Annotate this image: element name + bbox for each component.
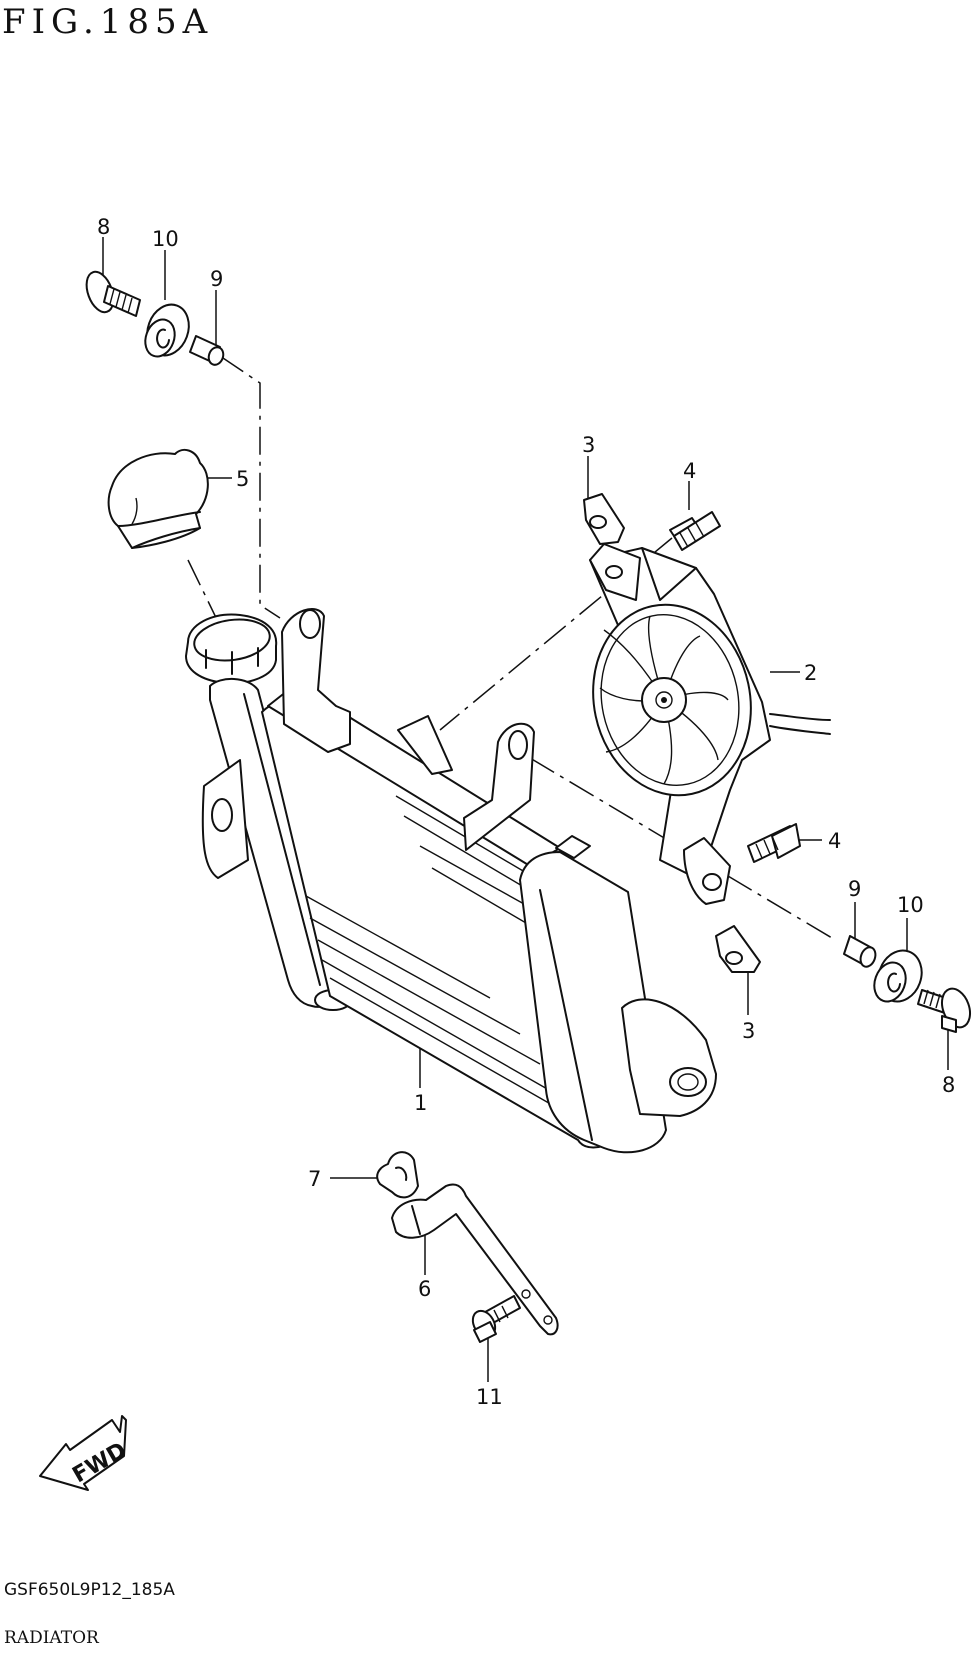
callout-3: 3 (582, 433, 595, 457)
figure-name: RADIATOR (4, 1628, 99, 1648)
callout-6: 6 (418, 1277, 431, 1301)
callout-5: 5 (236, 467, 249, 491)
figure-title: FIG.185A (2, 2, 214, 42)
collar-9-upper (189, 335, 225, 366)
cooling-fan-2 (589, 543, 831, 905)
callout-2: 2 (804, 661, 817, 685)
filler-neck (185, 613, 278, 685)
collar-9-lower (843, 935, 877, 968)
callout-1: 1 (414, 1091, 427, 1115)
drawing-code: GSF650L9P12_185A (4, 1580, 175, 1600)
forward-arrow-icon: FWD (39, 1415, 131, 1491)
callout-10: 10 (152, 227, 179, 251)
bolt-4-upper (669, 511, 721, 551)
bolt-4-lower (747, 823, 801, 863)
clip-3-lower (715, 925, 761, 973)
bolt-8-upper (85, 270, 141, 317)
callout-8: 8 (97, 215, 110, 239)
callout-10: 10 (897, 893, 924, 917)
grommet-10-lower (873, 949, 923, 1003)
callout-4: 4 (828, 829, 841, 853)
bolt-8-lower (917, 987, 972, 1033)
callout-9: 9 (848, 877, 861, 901)
radiator-cap-5 (107, 448, 209, 549)
clip-3-upper (583, 493, 625, 545)
callout-3: 3 (742, 1019, 755, 1043)
callout-4: 4 (683, 459, 696, 483)
bolt-11 (471, 1295, 521, 1343)
grommet-10-upper (144, 303, 190, 358)
callout-8: 8 (942, 1073, 955, 1097)
callout-7: 7 (308, 1167, 321, 1191)
callout-9: 9 (210, 267, 223, 291)
stay-6 (391, 1183, 559, 1336)
radiator-core-1 (201, 608, 717, 1154)
callout-numbers: 8 10 9 5 3 4 2 4 9 10 3 8 1 7 6 11 (97, 215, 955, 1409)
clamp-7 (376, 1151, 419, 1199)
callout-11: 11 (476, 1385, 503, 1409)
